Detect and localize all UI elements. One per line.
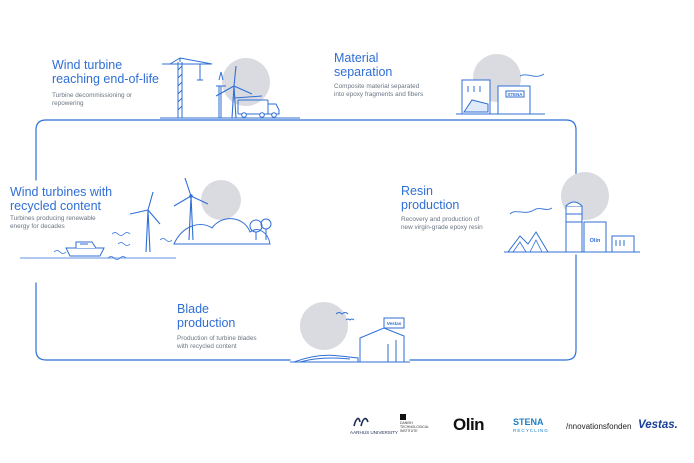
title-line: production: [401, 198, 460, 212]
loop-left: [35, 119, 47, 181]
sun-icon: [201, 180, 241, 220]
stena-recycling-logo: STENA: [513, 417, 544, 427]
step-blade-production-description: Production of turbine blades with recycl…: [177, 335, 257, 351]
title-line: recycled content: [10, 199, 102, 213]
illustration-material-separation: STENA: [456, 54, 545, 115]
desc-line: repowering: [52, 100, 84, 107]
ship-icon: [65, 241, 105, 257]
truck-icon: [233, 95, 280, 118]
desc-line: with recycled content: [177, 343, 237, 350]
turbine-blades-icon: [293, 354, 359, 363]
birds-icon: [335, 312, 355, 321]
loop-top-right: [329, 119, 577, 206]
dti-logo-icon: [400, 414, 406, 420]
step-resin-production-description: Recovery and production of new virgin-gr…: [401, 216, 483, 232]
illustration-recycled-turbines: [20, 177, 272, 260]
blade-factory-icon: [359, 317, 405, 363]
dti-line: INSTITUTE: [400, 429, 418, 433]
silo-icon: [565, 201, 583, 253]
desc-line: Composite material separated: [334, 83, 420, 90]
innovationsfonden-logo: /nnovationsfonden: [566, 422, 632, 431]
desc-line: Turbine decommissioning or: [52, 92, 133, 99]
sun-icon: [222, 58, 270, 106]
desc-line: energy for decades: [10, 223, 65, 230]
step-end-of-life-description: Turbine decommissioning or repowering: [52, 92, 132, 108]
desc-line: Production of turbine blades: [177, 335, 257, 342]
wind-turbine-icon: [215, 65, 253, 119]
loop-bottom-left: [35, 282, 291, 361]
title-line: reaching end-of-life: [52, 72, 160, 86]
title-line: separation: [334, 65, 393, 79]
title-line: Material: [334, 51, 379, 65]
olin-logo: Olin: [453, 415, 485, 434]
wind-swirl-icon: [519, 73, 545, 77]
desc-line: Turbines producing renewable: [10, 215, 96, 222]
step-material-separation-title: Material separation: [334, 51, 392, 79]
fragments-pile-icon: [507, 231, 549, 253]
desc-line: Recovery and production of: [401, 216, 480, 223]
stena-sign: STENA: [508, 92, 524, 97]
title-line: Blade: [177, 302, 209, 316]
illustration-end-of-life: [160, 57, 300, 119]
olin-sign: Olin: [590, 238, 601, 244]
step-resin-production-title: Resin production: [401, 184, 459, 212]
title-line: Resin: [401, 184, 433, 198]
wind-turbine-small-icon: [129, 191, 161, 253]
hill-icon: [173, 218, 271, 245]
title-line: Wind turbine: [52, 58, 123, 72]
title-line: Wind turbines with: [10, 185, 113, 199]
illustration-blade-production: Vestas: [290, 302, 410, 363]
step-material-separation-description: Composite material separated into epoxy …: [334, 83, 423, 99]
vestas-logo: Vestas.: [638, 419, 678, 431]
illustration-resin-production: Olin: [504, 172, 640, 253]
desc-line: into epoxy fragments and fibers: [334, 91, 424, 98]
loop-bottom-right: [409, 254, 577, 361]
step-end-of-life-title: Wind turbine reaching end-of-life: [52, 58, 159, 86]
sun-icon: [300, 302, 348, 350]
crane-icon: [162, 57, 213, 118]
wind-swirl-icon: [509, 207, 553, 215]
dti-line: DANISH: [400, 421, 413, 425]
title-line: production: [177, 316, 236, 330]
step-recycled-turbines-description: Turbines producing renewable energy for …: [10, 215, 96, 231]
aarhus-university-logo-icon: [353, 417, 369, 427]
crane-small-icon: [216, 71, 226, 118]
desc-line: new virgin-grade epoxy resin: [401, 224, 483, 231]
stena-recycling-subtext: RECYCLING: [513, 428, 549, 433]
trees-icon: [249, 218, 272, 240]
step-recycled-turbines-title: Wind turbines with recycled content: [10, 185, 112, 213]
step-blade-production-title: Blade production: [177, 302, 235, 330]
waves-icon: [53, 232, 173, 260]
dti-line: TECHNOLOGICAL: [400, 425, 430, 429]
wind-turbine-large-icon: [173, 177, 209, 241]
vestas-sign: Vestas: [387, 321, 402, 326]
dti-logo: DANISH TECHNOLOGICAL INSTITUTE: [400, 421, 429, 433]
aarhus-university-logo: AARHUS UNIVERSITY: [350, 430, 398, 435]
loop-path: [35, 119, 577, 361]
plant-building-icon: [583, 221, 635, 253]
factory-icon: [461, 79, 531, 115]
